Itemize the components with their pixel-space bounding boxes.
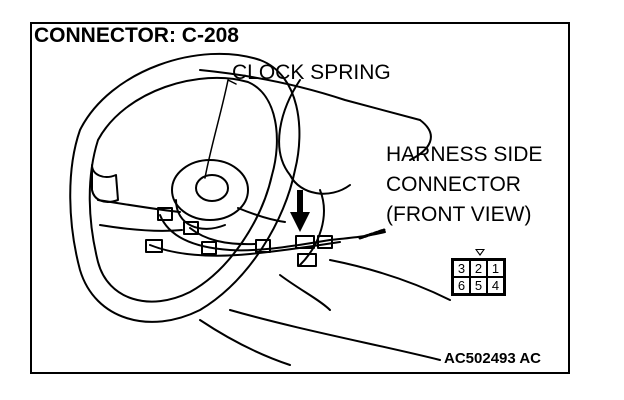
- dashboard-edge: [409, 119, 432, 161]
- column-shroud: [279, 274, 331, 311]
- column-lower: [299, 189, 325, 266]
- pin-cell: 1: [487, 260, 504, 277]
- clock-spring-label: CLOCK SPRING: [232, 61, 391, 84]
- dash-lower-line: [329, 259, 451, 301]
- wheel-rim-inner: [88, 76, 278, 303]
- clock-spring-body: [171, 159, 249, 221]
- pin-cell: 4: [487, 277, 504, 294]
- harness-label-line1: HARNESS SIDE: [386, 143, 543, 166]
- wheel-spoke-left-b: [99, 224, 183, 232]
- wheel-hub-pad: [91, 164, 119, 203]
- connector-right: [317, 235, 333, 249]
- connector-mid-1: [201, 241, 217, 255]
- connector-c208-b: [297, 253, 317, 267]
- floor-line-1: [229, 309, 441, 361]
- harness-label-line2: CONNECTOR: [386, 173, 521, 196]
- pin-cell: 2: [470, 260, 487, 277]
- harness-label-line3: (FRONT VIEW): [386, 203, 532, 226]
- column-cover: [278, 79, 351, 195]
- connector-mid-2: [255, 239, 271, 253]
- floor-line-2: [199, 319, 291, 366]
- connector-left-3: [183, 221, 199, 235]
- connector-title: CONNECTOR: C-208: [34, 24, 239, 47]
- figure-code: AC502493 AC: [444, 350, 541, 367]
- pin-cell: 5: [470, 277, 487, 294]
- pin-cell: 3: [453, 260, 470, 277]
- harness-wire-3: [189, 227, 256, 246]
- dashboard-outline: [199, 69, 421, 121]
- pin-cell: 6: [453, 277, 470, 294]
- harness-tape: [358, 228, 386, 240]
- connector-c208-a: [295, 235, 315, 249]
- wheel-rim-outer: [69, 52, 301, 323]
- clock-spring-center: [195, 174, 229, 202]
- clock-spring-rim: [175, 199, 226, 230]
- connector-left-1: [157, 207, 173, 221]
- arrow-to-connector: [290, 190, 310, 232]
- pin-orientation-marker: [475, 249, 485, 256]
- connector-pin-layout: 3 2 1 6 5 4: [451, 258, 506, 296]
- connector-left-2: [145, 239, 163, 253]
- wheel-spoke-right: [237, 207, 286, 223]
- clock-spring-leader: [204, 79, 237, 179]
